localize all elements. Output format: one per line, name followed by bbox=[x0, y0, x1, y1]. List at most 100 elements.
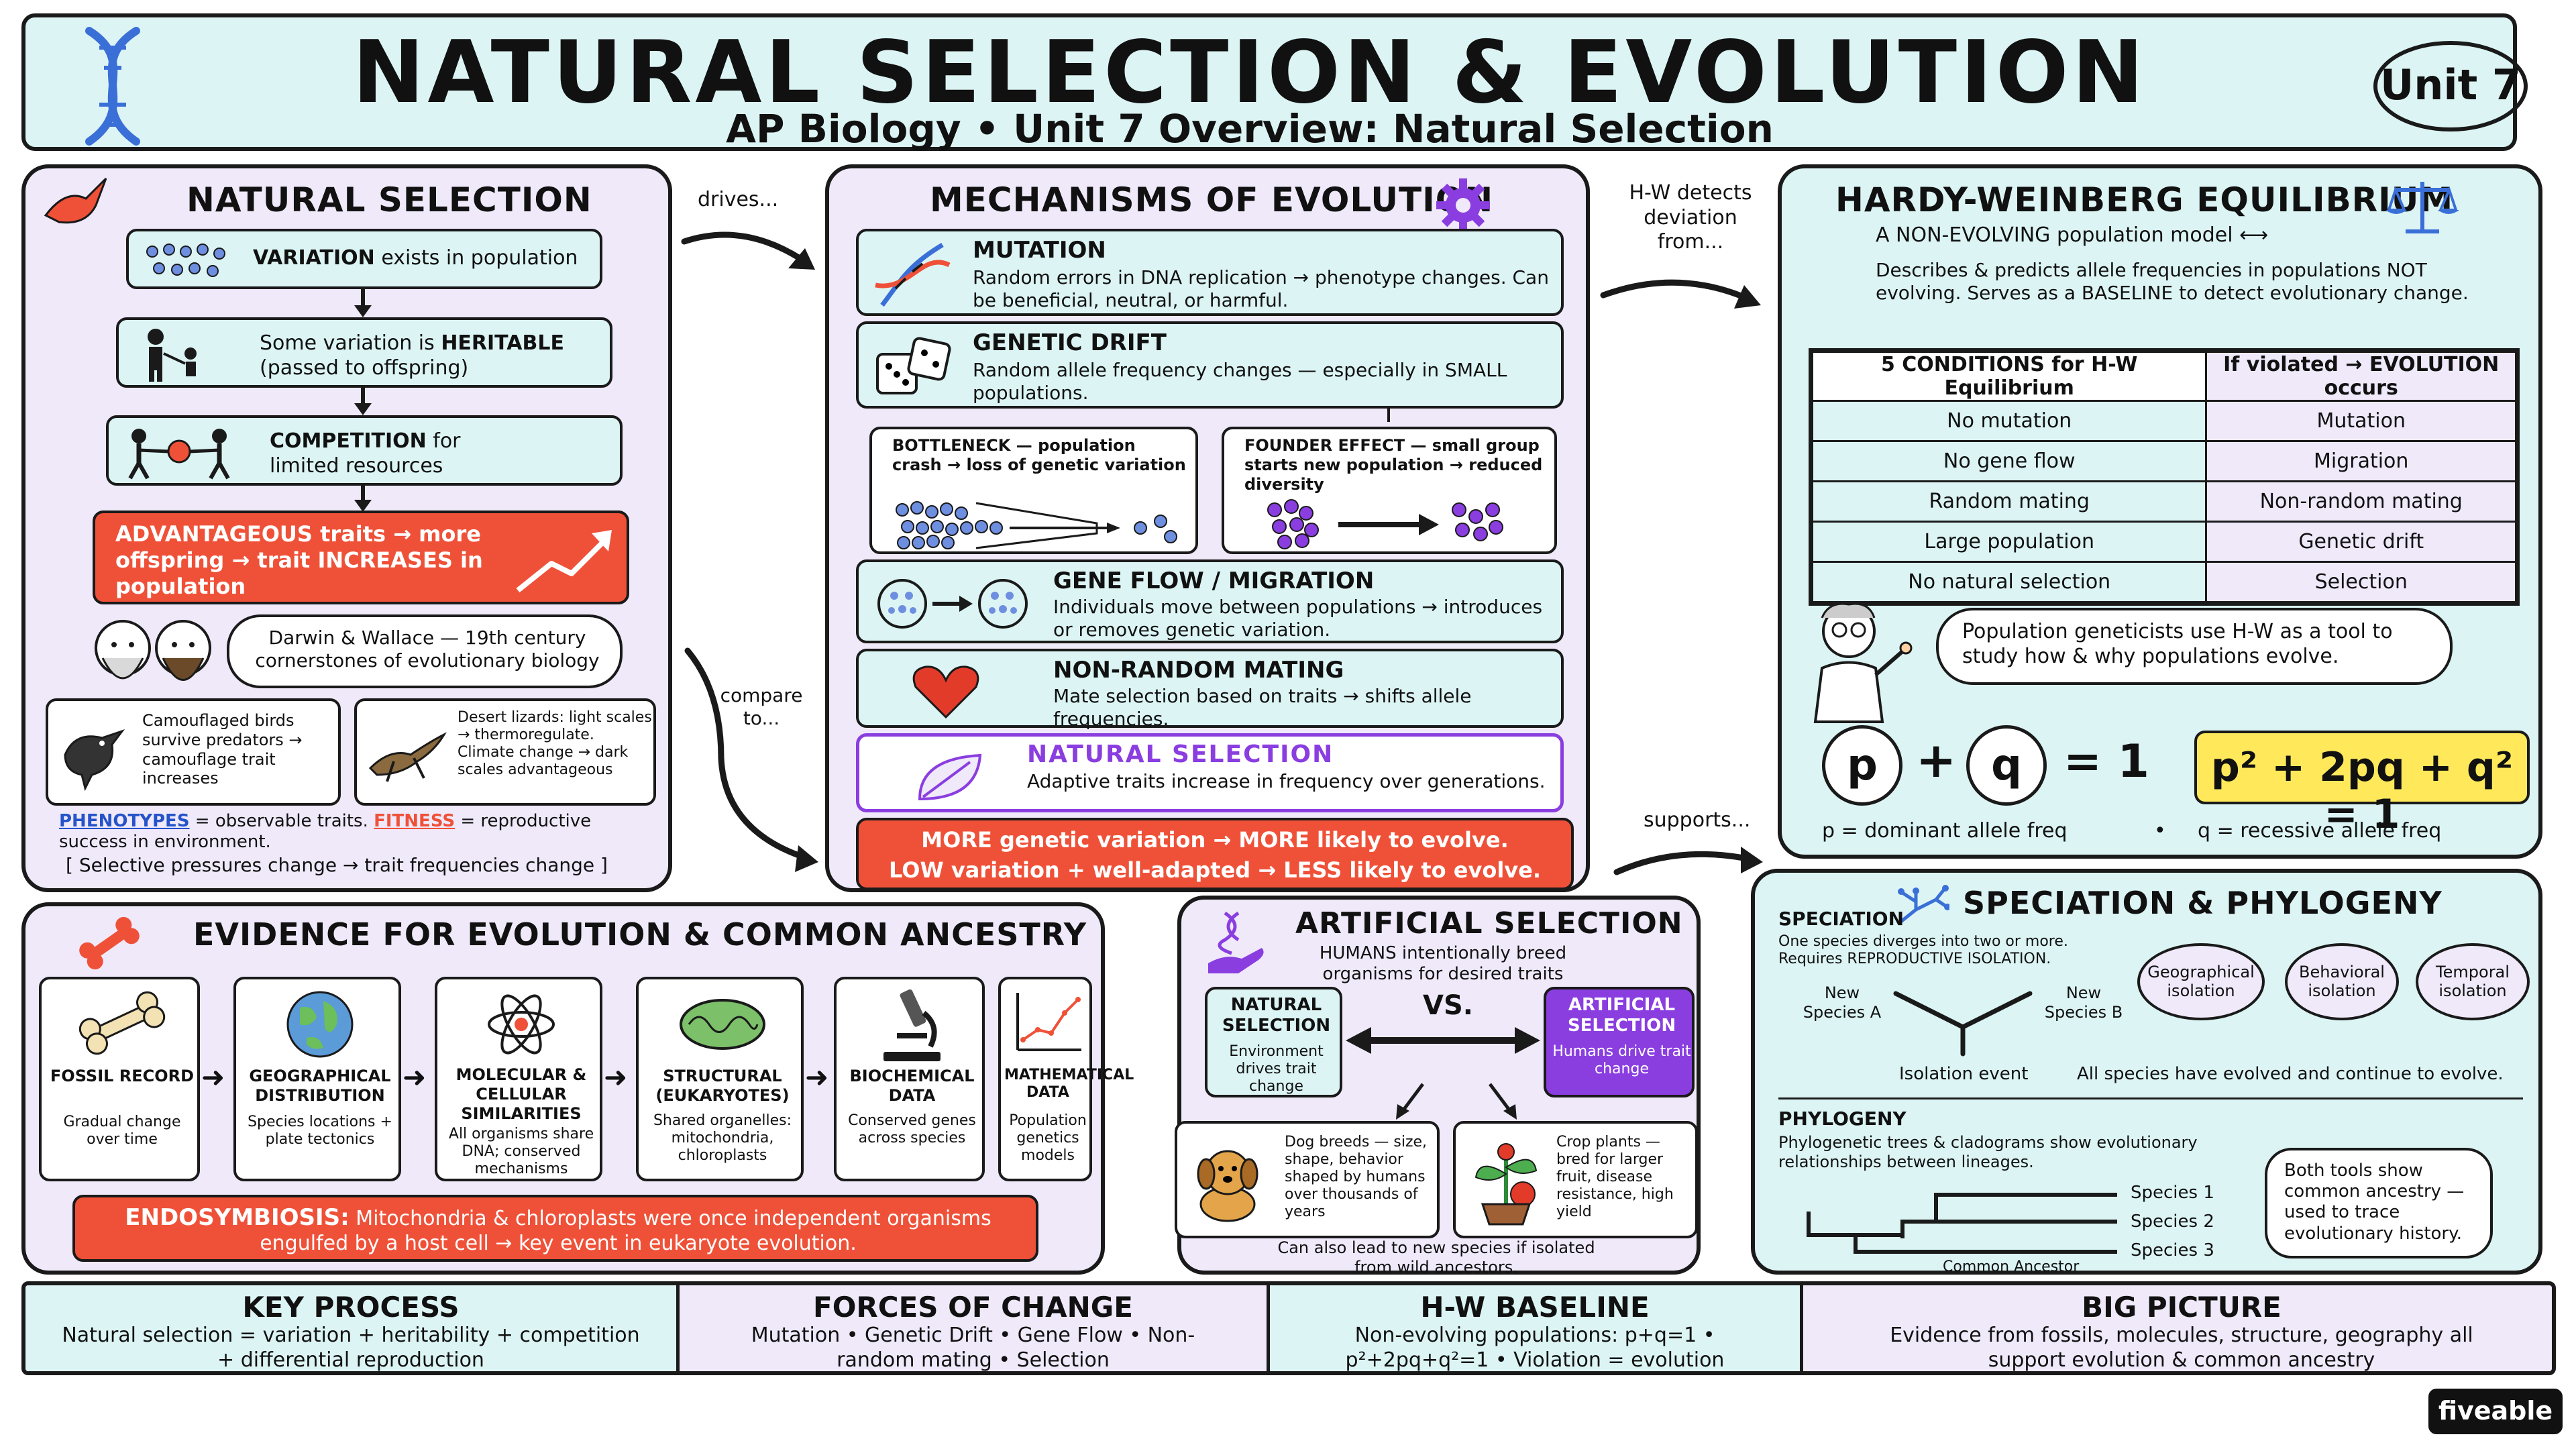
natural-selection-panel: NATURAL SELECTION VARIATION exists in po… bbox=[21, 164, 672, 892]
dna-icon bbox=[85, 27, 140, 146]
competition-step: COMPETITION for limited resources bbox=[106, 415, 623, 486]
camouflage-text: Camouflaged birds survive predators → ca… bbox=[142, 711, 303, 788]
evidence-geography-text: Species locations + plate tectonics bbox=[248, 1114, 392, 1148]
evidence-fossil-text: Gradual change over time bbox=[63, 1114, 181, 1148]
artificial-vs-title: ARTIFICIAL SELECTION bbox=[1567, 995, 1676, 1036]
compare-arrow bbox=[684, 647, 818, 872]
founder-effect-card: FOUNDER EFFECT — small group starts new … bbox=[1222, 427, 1557, 554]
gear-icon bbox=[1436, 178, 1490, 232]
q-definition: q = recessive allele freq bbox=[2198, 819, 2442, 843]
artificial-selection-title: ARTIFICIAL SELECTION bbox=[1295, 906, 1683, 941]
natural-selection-title: NATURAL SELECTION bbox=[186, 180, 592, 219]
artificial-selection-subtitle: HUMANS intentionally breed organisms for… bbox=[1319, 943, 1567, 985]
evidence-card-structural: STRUCTURAL (EUKARYOTES) Shared organelle… bbox=[636, 977, 804, 1181]
branching-tree-icon bbox=[1897, 885, 1949, 925]
tools-callout: Both tools show common ancestry — used t… bbox=[2265, 1148, 2493, 1258]
supports-arrow bbox=[1613, 847, 1763, 875]
advantageous-text: ADVANTAGEOUS traits → more offspring → t… bbox=[115, 521, 483, 600]
species-a-label: New Species A bbox=[1803, 983, 1882, 1022]
evidence-arrow: ➜ bbox=[402, 1061, 427, 1093]
summary-big-picture-text: Evidence from fossils, molecules, struct… bbox=[1890, 1324, 2473, 1372]
branch-arrows bbox=[1396, 1083, 1517, 1120]
header-banner: NATURAL SELECTION & EVOLUTION AP Biology… bbox=[21, 13, 2528, 152]
evidence-molecular-text: All organisms share DNA; conserved mecha… bbox=[448, 1126, 594, 1177]
variation-step: VARIATION exists in population bbox=[126, 229, 602, 289]
conditions-header: 5 CONDITIONS for H-W Equilibrium bbox=[1811, 351, 2208, 402]
crop-plants-card: Crop plants — bred for larger fruit, dis… bbox=[1453, 1121, 1698, 1238]
endosymbiosis-text: ENDOSYMBIOSIS: Mitochondria & chloroplas… bbox=[125, 1204, 991, 1256]
summary-forces: FORCES OF CHANGE Mutation • Genetic Drif… bbox=[680, 1285, 1270, 1371]
speciation-text: One species diverges into two or more. R… bbox=[1778, 933, 2068, 967]
plant-icon bbox=[1474, 1143, 1538, 1226]
competition-text: COMPETITION for limited resources bbox=[270, 429, 461, 478]
competition-icon bbox=[128, 429, 230, 480]
phylogeny-label: PHYLOGENY bbox=[1778, 1108, 1907, 1130]
camouflage-example: Camouflaged birds survive predators → ca… bbox=[46, 698, 341, 806]
speciation-title: SPECIATION & PHYLOGENY bbox=[1963, 885, 2443, 921]
summary-big-picture: BIG PICTURE Evidence from fossils, molec… bbox=[1803, 1285, 2552, 1372]
endosymbiosis-box: ENDOSYMBIOSIS: Mitochondria & chloroplas… bbox=[72, 1195, 1038, 1262]
bone-icon bbox=[79, 916, 140, 970]
species-3-label: Species 3 bbox=[2131, 1240, 2214, 1260]
behavioral-isolation-bubble: Behavioral isolation bbox=[2285, 943, 2399, 1020]
summary-hw-baseline-text: Non-evolving populations: p+q=1 • p²+2pq… bbox=[1345, 1324, 1725, 1372]
violations-header: If violated → EVOLUTION occurs bbox=[2205, 351, 2517, 402]
geneticist-quote-text: Population geneticists use H-W as a tool… bbox=[1962, 620, 2393, 668]
flow-arrow bbox=[354, 500, 372, 512]
vs-label: VS. bbox=[1423, 990, 1473, 1021]
bottleneck-diagram-icon bbox=[896, 501, 1177, 549]
flow-arrow bbox=[354, 403, 372, 415]
summary-big-picture-title: BIG PICTURE bbox=[2082, 1291, 2282, 1324]
phylogeny-text: Phylogenetic trees & cladograms show evo… bbox=[1778, 1133, 2198, 1171]
mutation-text: Random errors in DNA replication → pheno… bbox=[973, 266, 1549, 312]
hw-conditions-table: 5 CONDITIONS for H-W Equilibrium If viol… bbox=[1809, 348, 2520, 606]
phenotype-fitness-definitions: PHENOTYPES = observable traits. FITNESS … bbox=[59, 811, 592, 853]
speciation-label: SPECIATION bbox=[1778, 908, 1904, 930]
drives-arrow bbox=[681, 231, 815, 270]
scientist-icon bbox=[1813, 602, 1913, 723]
page-subtitle: AP Biology • Unit 7 Overview: Natural Se… bbox=[726, 106, 1774, 152]
cladogram-diagram bbox=[1807, 1193, 2117, 1254]
isolation-event-label: Isolation event bbox=[1899, 1064, 2029, 1084]
evidence-structural-text: Shared organelles: mitochondria, chlorop… bbox=[653, 1112, 792, 1164]
evidence-card-molecular: MOLECULAR & CELLULAR SIMILARITIES All or… bbox=[435, 977, 602, 1181]
fiveable-logo: fiveable bbox=[2428, 1389, 2563, 1434]
evidence-biochemical-text: Conserved genes across species bbox=[848, 1112, 976, 1146]
balance-scale-icon bbox=[2385, 182, 2459, 233]
darwin-wallace-callout: Darwin & Wallace — 19th century cornerst… bbox=[227, 614, 623, 688]
natural-vs-title: NATURAL SELECTION bbox=[1222, 995, 1331, 1036]
evidence-mathematical-title: MATHEMATICAL DATA bbox=[1004, 1067, 1134, 1101]
summary-hw-baseline: H-W BASELINE Non-evolving populations: p… bbox=[1270, 1285, 1803, 1371]
hw-equation-text: p² + 2pq + q² = 1 bbox=[2210, 744, 2514, 838]
evidence-card-mathematical: MATHEMATICAL DATA Population genetics mo… bbox=[998, 977, 1134, 1181]
evidence-molecular-title: MOLECULAR & CELLULAR SIMILARITIES bbox=[455, 1065, 587, 1123]
evidence-mathematical-text: Population genetics models bbox=[1009, 1112, 1087, 1164]
temporal-isolation-bubble: Temporal isolation bbox=[2416, 943, 2530, 1020]
dog-breeds-text: Dog breeds — size, shape, behavior shape… bbox=[1285, 1134, 1428, 1220]
desert-lizard-example: Desert lizards: light scales → thermoreg… bbox=[354, 698, 656, 806]
variation-summary-line1: MORE genetic variation → MORE likely to … bbox=[921, 827, 1509, 853]
lizard-icon bbox=[368, 732, 447, 782]
gene-flow-text: Individuals move between populations → i… bbox=[1053, 596, 1543, 641]
equation-p-plus-q: = 1 bbox=[2063, 735, 2149, 788]
evidence-arrow: ➜ bbox=[805, 1061, 829, 1093]
hw-model-text: A NON-EVOLVING population model ⟷ bbox=[1876, 223, 2269, 247]
double-arrow-icon: ⟷ bbox=[2239, 223, 2269, 247]
mutation-title: MUTATION bbox=[973, 237, 1106, 264]
parent-child-icon bbox=[148, 329, 197, 382]
evidence-arrow: ➜ bbox=[604, 1061, 628, 1093]
flow-connector bbox=[361, 486, 365, 503]
evidence-structural-title: STRUCTURAL (EUKARYOTES) bbox=[655, 1067, 790, 1105]
hw-description: Describes & predicts allele frequencies … bbox=[1876, 259, 2469, 305]
dna-mutation-icon bbox=[875, 242, 951, 307]
crow-icon bbox=[64, 729, 125, 792]
species-1-label: Species 1 bbox=[2131, 1183, 2214, 1203]
plus-sign: + bbox=[1916, 732, 1957, 788]
species-2-label: Species 2 bbox=[2131, 1212, 2214, 1232]
speciation-fork-diagram bbox=[1893, 991, 2033, 1057]
summary-key-process-text: Natural selection = variation + heritabi… bbox=[62, 1324, 640, 1372]
